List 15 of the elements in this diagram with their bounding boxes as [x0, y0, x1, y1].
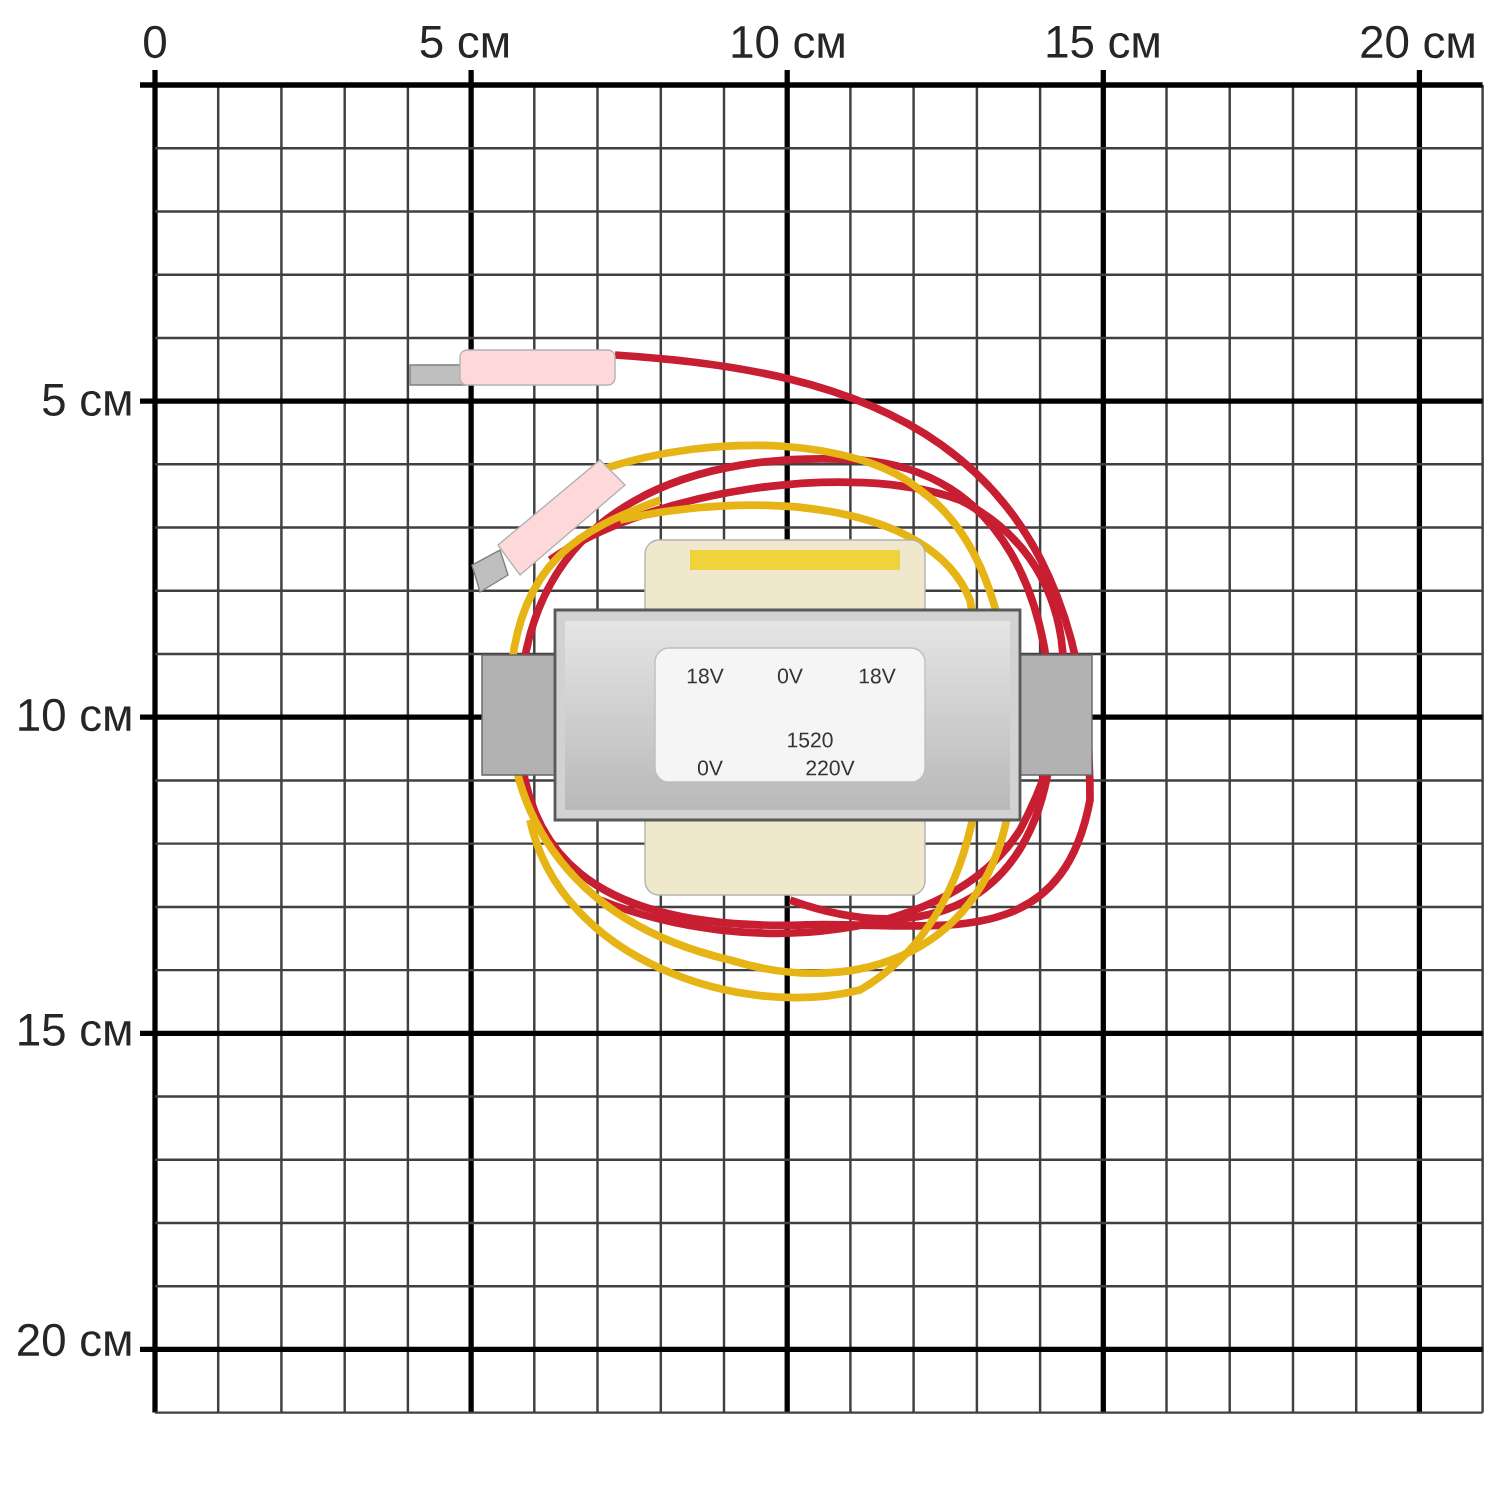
plate-text: 18V	[859, 668, 896, 684]
scale-label: 10 см	[732, 25, 844, 59]
scale-label: 5 см	[420, 26, 508, 58]
scale-label: 15 см	[19, 1014, 131, 1046]
scale-label: 0	[144, 25, 166, 59]
scale-label: 20 см	[1361, 25, 1474, 59]
scale-label: 20 см	[18, 1323, 131, 1357]
plate-text: 0V	[697, 760, 723, 776]
plate-text: 0V	[777, 668, 803, 684]
scale-label: 10 см	[19, 698, 131, 732]
scale-label: 5 см	[43, 384, 131, 416]
plate-text: 18V	[687, 668, 724, 684]
plate-text: 220V	[806, 760, 855, 776]
plate-text: 1520	[788, 732, 833, 748]
scale-label: 15 см	[1047, 26, 1159, 58]
